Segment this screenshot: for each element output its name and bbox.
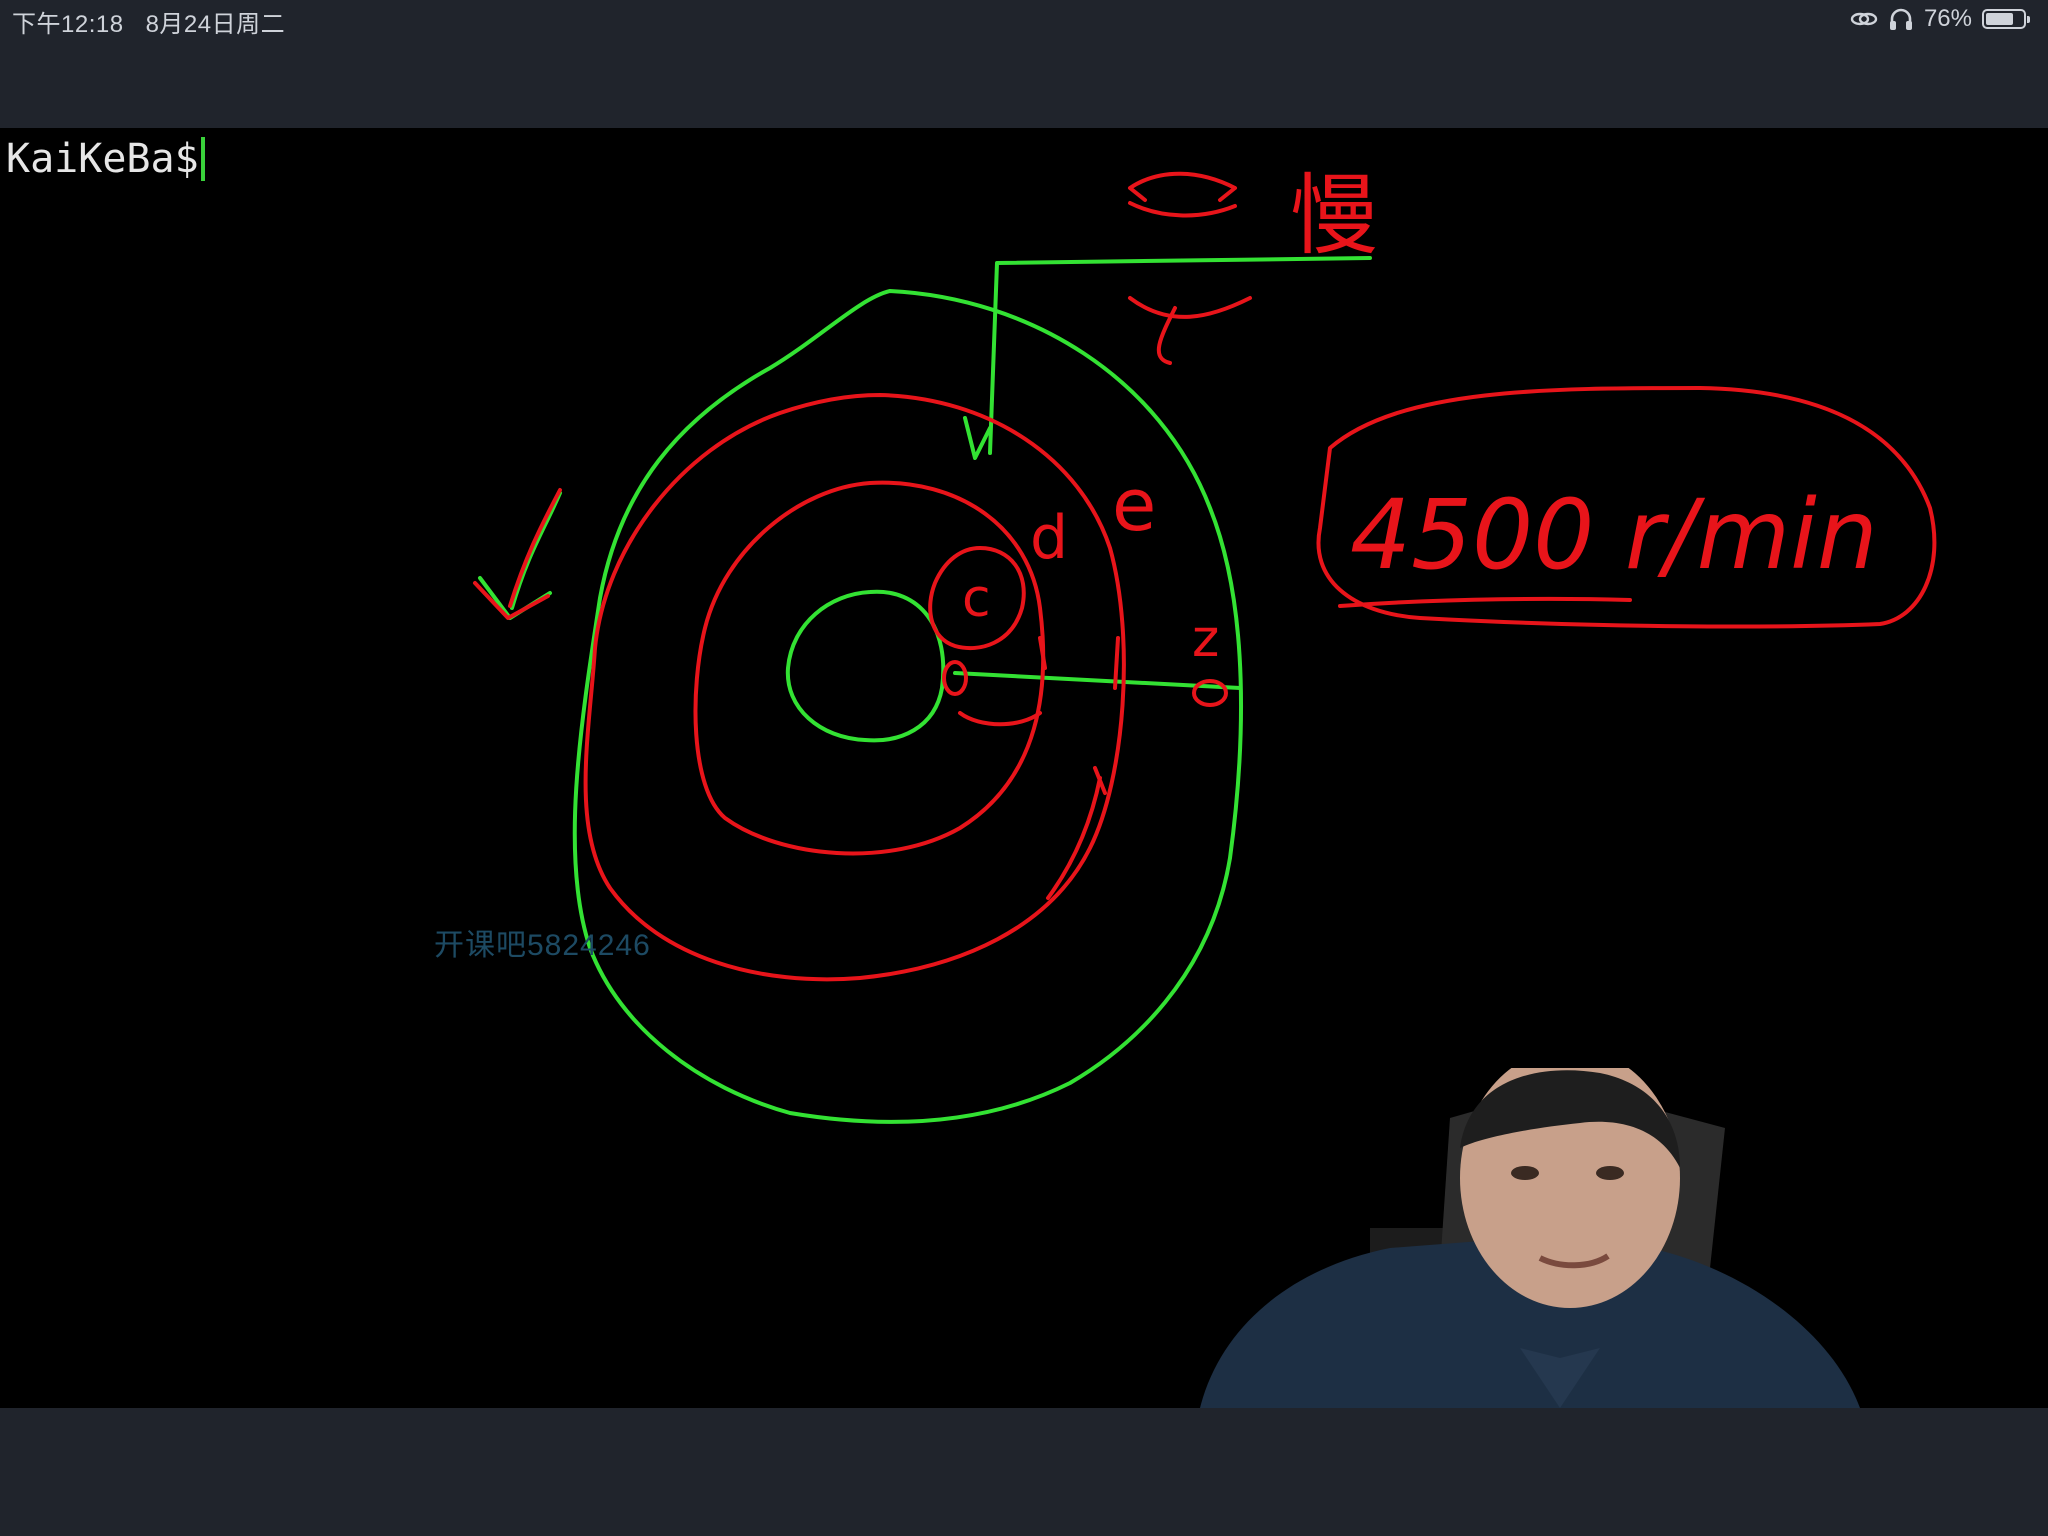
- bottom-bar: [0, 1408, 2048, 1536]
- status-bar: 下午12:18 8月24日周二 76%: [0, 0, 2048, 128]
- status-date: 8月24日周二: [145, 11, 286, 38]
- terminal-prompt: KaiKeBa$: [6, 136, 205, 182]
- label-speed: 4500 r/min: [1350, 479, 1878, 591]
- label-c: c: [962, 569, 991, 629]
- inner-green-circle: [785, 589, 946, 743]
- label-slow: 慢: [1290, 164, 1378, 267]
- lecture-video[interactable]: KaiKeBa$: [0, 128, 2048, 1408]
- red-sector-0: [942, 660, 968, 696]
- battery-level-fill: [1986, 13, 2014, 25]
- red-double-arrow: [1128, 171, 1237, 218]
- red-underline: [1338, 596, 1632, 608]
- green-radius-line: [953, 671, 1242, 690]
- headphones-icon: [1889, 8, 1912, 30]
- red-speed-ellipse: [1316, 386, 1937, 629]
- link-icon: [1850, 12, 1878, 26]
- red-tick-marks: [958, 636, 1120, 727]
- outer-green-circle: [572, 289, 1244, 1124]
- green-arrowhead: [963, 416, 992, 460]
- status-time: 下午12:18: [12, 11, 124, 38]
- battery-icon: [1982, 9, 2030, 29]
- red-track-outer: [583, 393, 1126, 982]
- text-cursor: [200, 137, 205, 181]
- whiteboard-drawing: 4500 r/min 慢 c d e z: [473, 164, 1937, 1124]
- battery-percent: 76%: [1923, 5, 1972, 32]
- red-arc-arrow: [1046, 766, 1107, 900]
- label-d: d: [1030, 503, 1068, 573]
- webcam-presenter: [1200, 1068, 1860, 1408]
- label-e: e: [1112, 463, 1156, 547]
- label-z: z: [1192, 609, 1219, 669]
- red-circle-c: [928, 546, 1026, 651]
- green-head-arm: [988, 256, 1372, 455]
- terminal-prompt-text: KaiKeBa$: [6, 136, 199, 182]
- red-track-inner: [693, 480, 1046, 856]
- red-tilde: [1128, 296, 1252, 365]
- red-rotation-arrow: [473, 488, 562, 620]
- watermark: 开课吧5824246: [434, 929, 651, 962]
- status-indicators: 76%: [1850, 4, 2030, 34]
- red-sector-z: [1192, 679, 1228, 707]
- status-datetime: 下午12:18 8月24日周二: [12, 4, 285, 39]
